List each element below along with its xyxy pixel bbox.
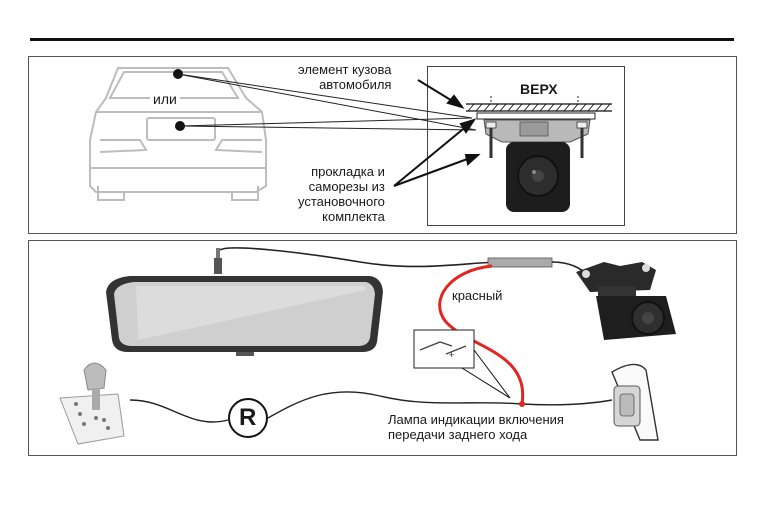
- gear-shifter: [59, 362, 125, 445]
- mirror-display: [106, 276, 383, 356]
- camera-bracket: [483, 119, 591, 158]
- camera-small: [506, 142, 570, 212]
- header-rule: [30, 38, 734, 41]
- car-rear-illustration: [89, 67, 267, 201]
- label-top: ВЕРХ: [520, 81, 558, 97]
- tail-lamp: [611, 363, 659, 441]
- svg-text:+: +: [449, 350, 454, 360]
- label-body-element: элемент кузова автомобиля: [298, 62, 391, 92]
- label-or: или: [150, 92, 180, 107]
- red-wire-junction: [519, 401, 525, 407]
- tool-sketch-box: +: [413, 329, 511, 399]
- reverse-signal-wire-right: [267, 391, 613, 419]
- label-gasket-screws: прокладка и саморезы из установочного ко…: [298, 164, 385, 224]
- label-lamp-line1: Лампа индикации включения: [388, 412, 564, 427]
- reverse-gear-label: R: [239, 404, 257, 431]
- label-gasket-line1: прокладка и: [311, 164, 385, 179]
- label-body-line1: элемент кузова: [298, 62, 392, 77]
- reverse-signal-wire-left: [129, 399, 229, 423]
- label-arrows: [393, 79, 481, 187]
- label-lamp-line2: передачи заднего хода: [388, 427, 528, 442]
- reverse-gear-circle: [228, 398, 268, 438]
- video-cable: [219, 247, 501, 268]
- mount-surface: [466, 96, 612, 120]
- label-red-wire: красный: [452, 288, 503, 303]
- red-wire: [438, 264, 525, 405]
- label-body-line2: автомобиля: [319, 77, 392, 92]
- label-gasket-line2: саморезы из: [308, 179, 385, 194]
- label-gasket-line4: комплекта: [322, 209, 385, 224]
- leader-lines: [177, 73, 477, 131]
- camera-large: [576, 262, 676, 340]
- wiring-diagram-panel: [28, 240, 737, 456]
- label-reverse-lamp: Лампа индикации включения передачи задне…: [388, 412, 564, 442]
- av-plug: [214, 248, 222, 274]
- label-gasket-line3: установочного: [298, 194, 385, 209]
